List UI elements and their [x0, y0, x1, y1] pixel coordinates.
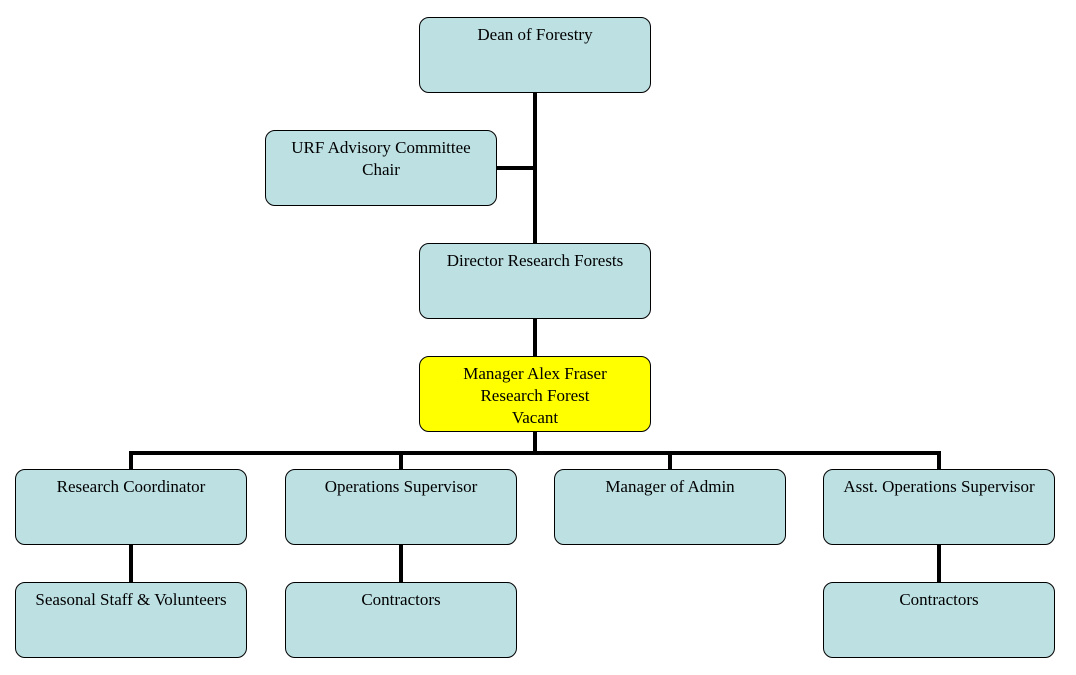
- seasonal-staff-box: Seasonal Staff & Volunteers: [15, 582, 247, 658]
- operations-supervisor-box: Operations Supervisor: [285, 469, 517, 545]
- contractors-ops-box: Contractors: [285, 582, 517, 658]
- research-coordinator-box: Research Coordinator: [15, 469, 247, 545]
- manager-of-admin-box: Manager of Admin: [554, 469, 786, 545]
- node-label-line: Asst. Operations Supervisor: [843, 477, 1035, 496]
- node-label-line: Vacant: [511, 408, 559, 427]
- node-label-line: URF Advisory Committee: [291, 138, 471, 157]
- node-label-line: Operations Supervisor: [324, 477, 478, 496]
- node-label-line: Research Forest: [480, 386, 590, 405]
- asst-operations-supervisor-box: Asst. Operations Supervisor: [823, 469, 1055, 545]
- node-label-line: Manager Alex Fraser: [463, 364, 607, 383]
- node-label-line: Contractors: [361, 590, 441, 609]
- dean-of-forestry-box: Dean of Forestry: [419, 17, 651, 93]
- node-label-line: Contractors: [899, 590, 979, 609]
- node-label-line: Manager of Admin: [605, 477, 735, 496]
- node-label-line: Dean of Forestry: [477, 25, 593, 44]
- node-label-line: Chair: [362, 160, 400, 179]
- node-label-line: Seasonal Staff & Volunteers: [35, 590, 227, 609]
- node-label-line: Director Research Forests: [446, 251, 624, 270]
- node-label-line: Research Coordinator: [56, 477, 206, 496]
- contractors-asst-box: Contractors: [823, 582, 1055, 658]
- director-research-forests-box: Director Research Forests: [419, 243, 651, 319]
